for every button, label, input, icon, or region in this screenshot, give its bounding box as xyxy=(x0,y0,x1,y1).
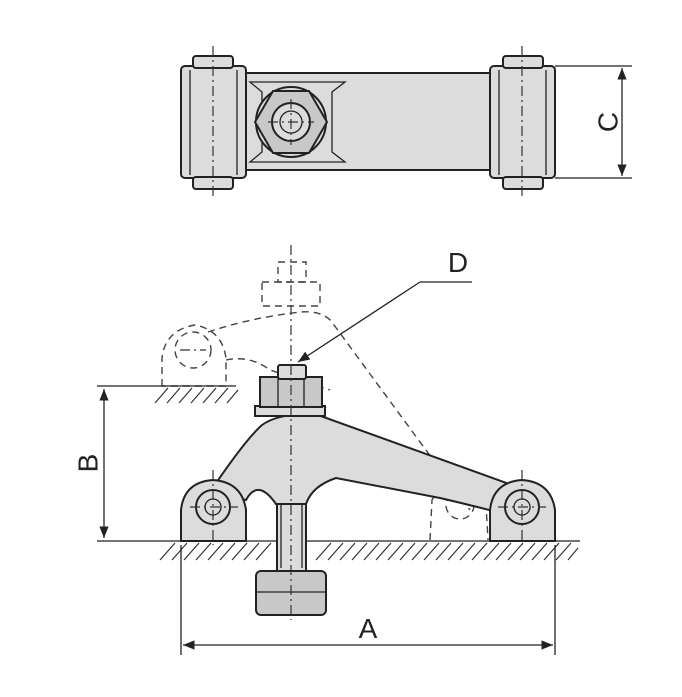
leader-d xyxy=(297,281,421,363)
dimension-a-label: A xyxy=(359,613,378,644)
clamp-arm xyxy=(208,413,524,522)
top-view: C xyxy=(180,46,632,200)
base-ground-hatch xyxy=(97,540,580,561)
label-d: D xyxy=(448,247,468,278)
upper-ground-hatch xyxy=(97,385,239,404)
front-view: D B A xyxy=(72,245,580,655)
screw-tip xyxy=(277,364,307,380)
top-view-right-pin-top xyxy=(502,55,544,69)
dimension-c-label: C xyxy=(592,112,623,132)
dimension-b-label: B xyxy=(72,454,103,473)
top-view-right-pin-bottom xyxy=(502,176,544,190)
